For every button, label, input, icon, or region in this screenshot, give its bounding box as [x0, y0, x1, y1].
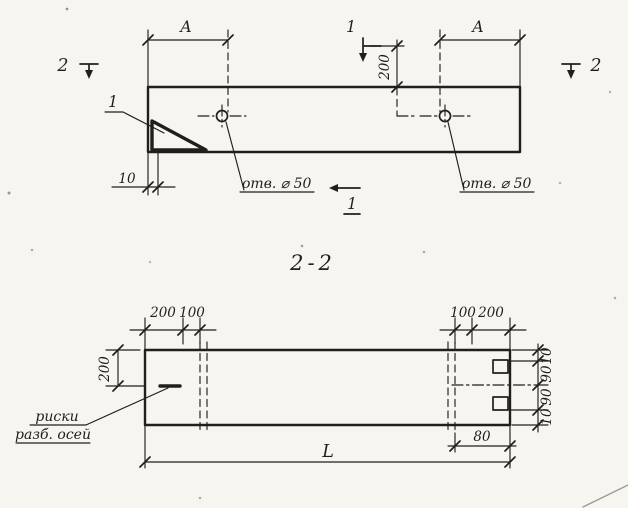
- dim-length-label: L: [321, 442, 334, 462]
- end-notch-top: [492, 359, 509, 374]
- section-1-top-arrow-icon: [359, 53, 367, 62]
- dim-200-label: 200: [377, 54, 393, 81]
- corner-triangle-detail: [150, 119, 208, 152]
- section-2-left-arrow-icon: [85, 70, 93, 79]
- dim-90-right-1: 90: [539, 365, 555, 383]
- section-2-right-arrow-icon: [567, 70, 575, 79]
- section-1-bottom-arrow-icon: [329, 184, 338, 192]
- hole-left-leader: [225, 121, 315, 193]
- hole-center-lines: [197, 104, 471, 128]
- section-title: 2-2: [289, 251, 336, 275]
- dim-200-left-top: 200: [149, 305, 176, 321]
- section-1-top-mark: [362, 37, 382, 56]
- dim-200-height: 200: [97, 356, 113, 383]
- detail-callout-label: 1: [108, 93, 118, 111]
- section-1-top-label: 1: [346, 18, 356, 36]
- end-notch-bottom: [492, 396, 509, 411]
- dim-200-right-top: 200: [477, 305, 504, 321]
- dim-10-right-1: 10: [539, 347, 555, 365]
- section-2-left-label: 2: [56, 56, 68, 76]
- beam-outline-plan: [146, 85, 522, 154]
- dim-80-label: 80: [473, 429, 491, 445]
- beam-outline-section: [143, 348, 512, 427]
- plan-dimension-ticks: [142, 34, 526, 193]
- section-view: 200 100 100 200 200 10 90 90 10 80 L рис…: [15, 305, 555, 469]
- axis-note-line1: риски: [35, 409, 78, 425]
- axis-note-line2: разб. осей: [15, 427, 91, 443]
- page-corner-mark: [582, 484, 628, 508]
- dim-90-right-2: 90: [539, 388, 555, 406]
- section-1-bottom-label: 1: [347, 195, 357, 213]
- dim-a-left-label: А: [179, 18, 192, 36]
- dim-a-right-label: А: [471, 18, 484, 36]
- axis-lines-dashed: [199, 341, 456, 434]
- plan-view: А А 200 10 1 1 2 2 1 отв. ⌀ 50 отв. ⌀ 50: [56, 18, 602, 215]
- dim-10-label: 10: [118, 171, 136, 187]
- dim-10-right-2: 10: [539, 408, 555, 426]
- hole-left-label: отв. ⌀ 50: [242, 176, 312, 192]
- axis-note-leader: [15, 387, 169, 444]
- plan-extension-lines: [147, 29, 521, 196]
- hole-right-label: отв. ⌀ 50: [462, 176, 532, 192]
- dim-100-right-top: 100: [450, 305, 476, 321]
- section-dimension-ticks: [112, 324, 544, 468]
- dim-100-left-top: 100: [179, 305, 205, 321]
- section-2-right-label: 2: [589, 56, 601, 76]
- plan-dimension-lines: [111, 39, 521, 188]
- section-1-bottom-mark: [337, 187, 361, 215]
- hole-right-leader: [447, 121, 535, 193]
- plan-extension-lines-dashed: [227, 29, 441, 117]
- section-dimension-lines: [117, 329, 539, 463]
- detail-callout-leader: [104, 111, 165, 134]
